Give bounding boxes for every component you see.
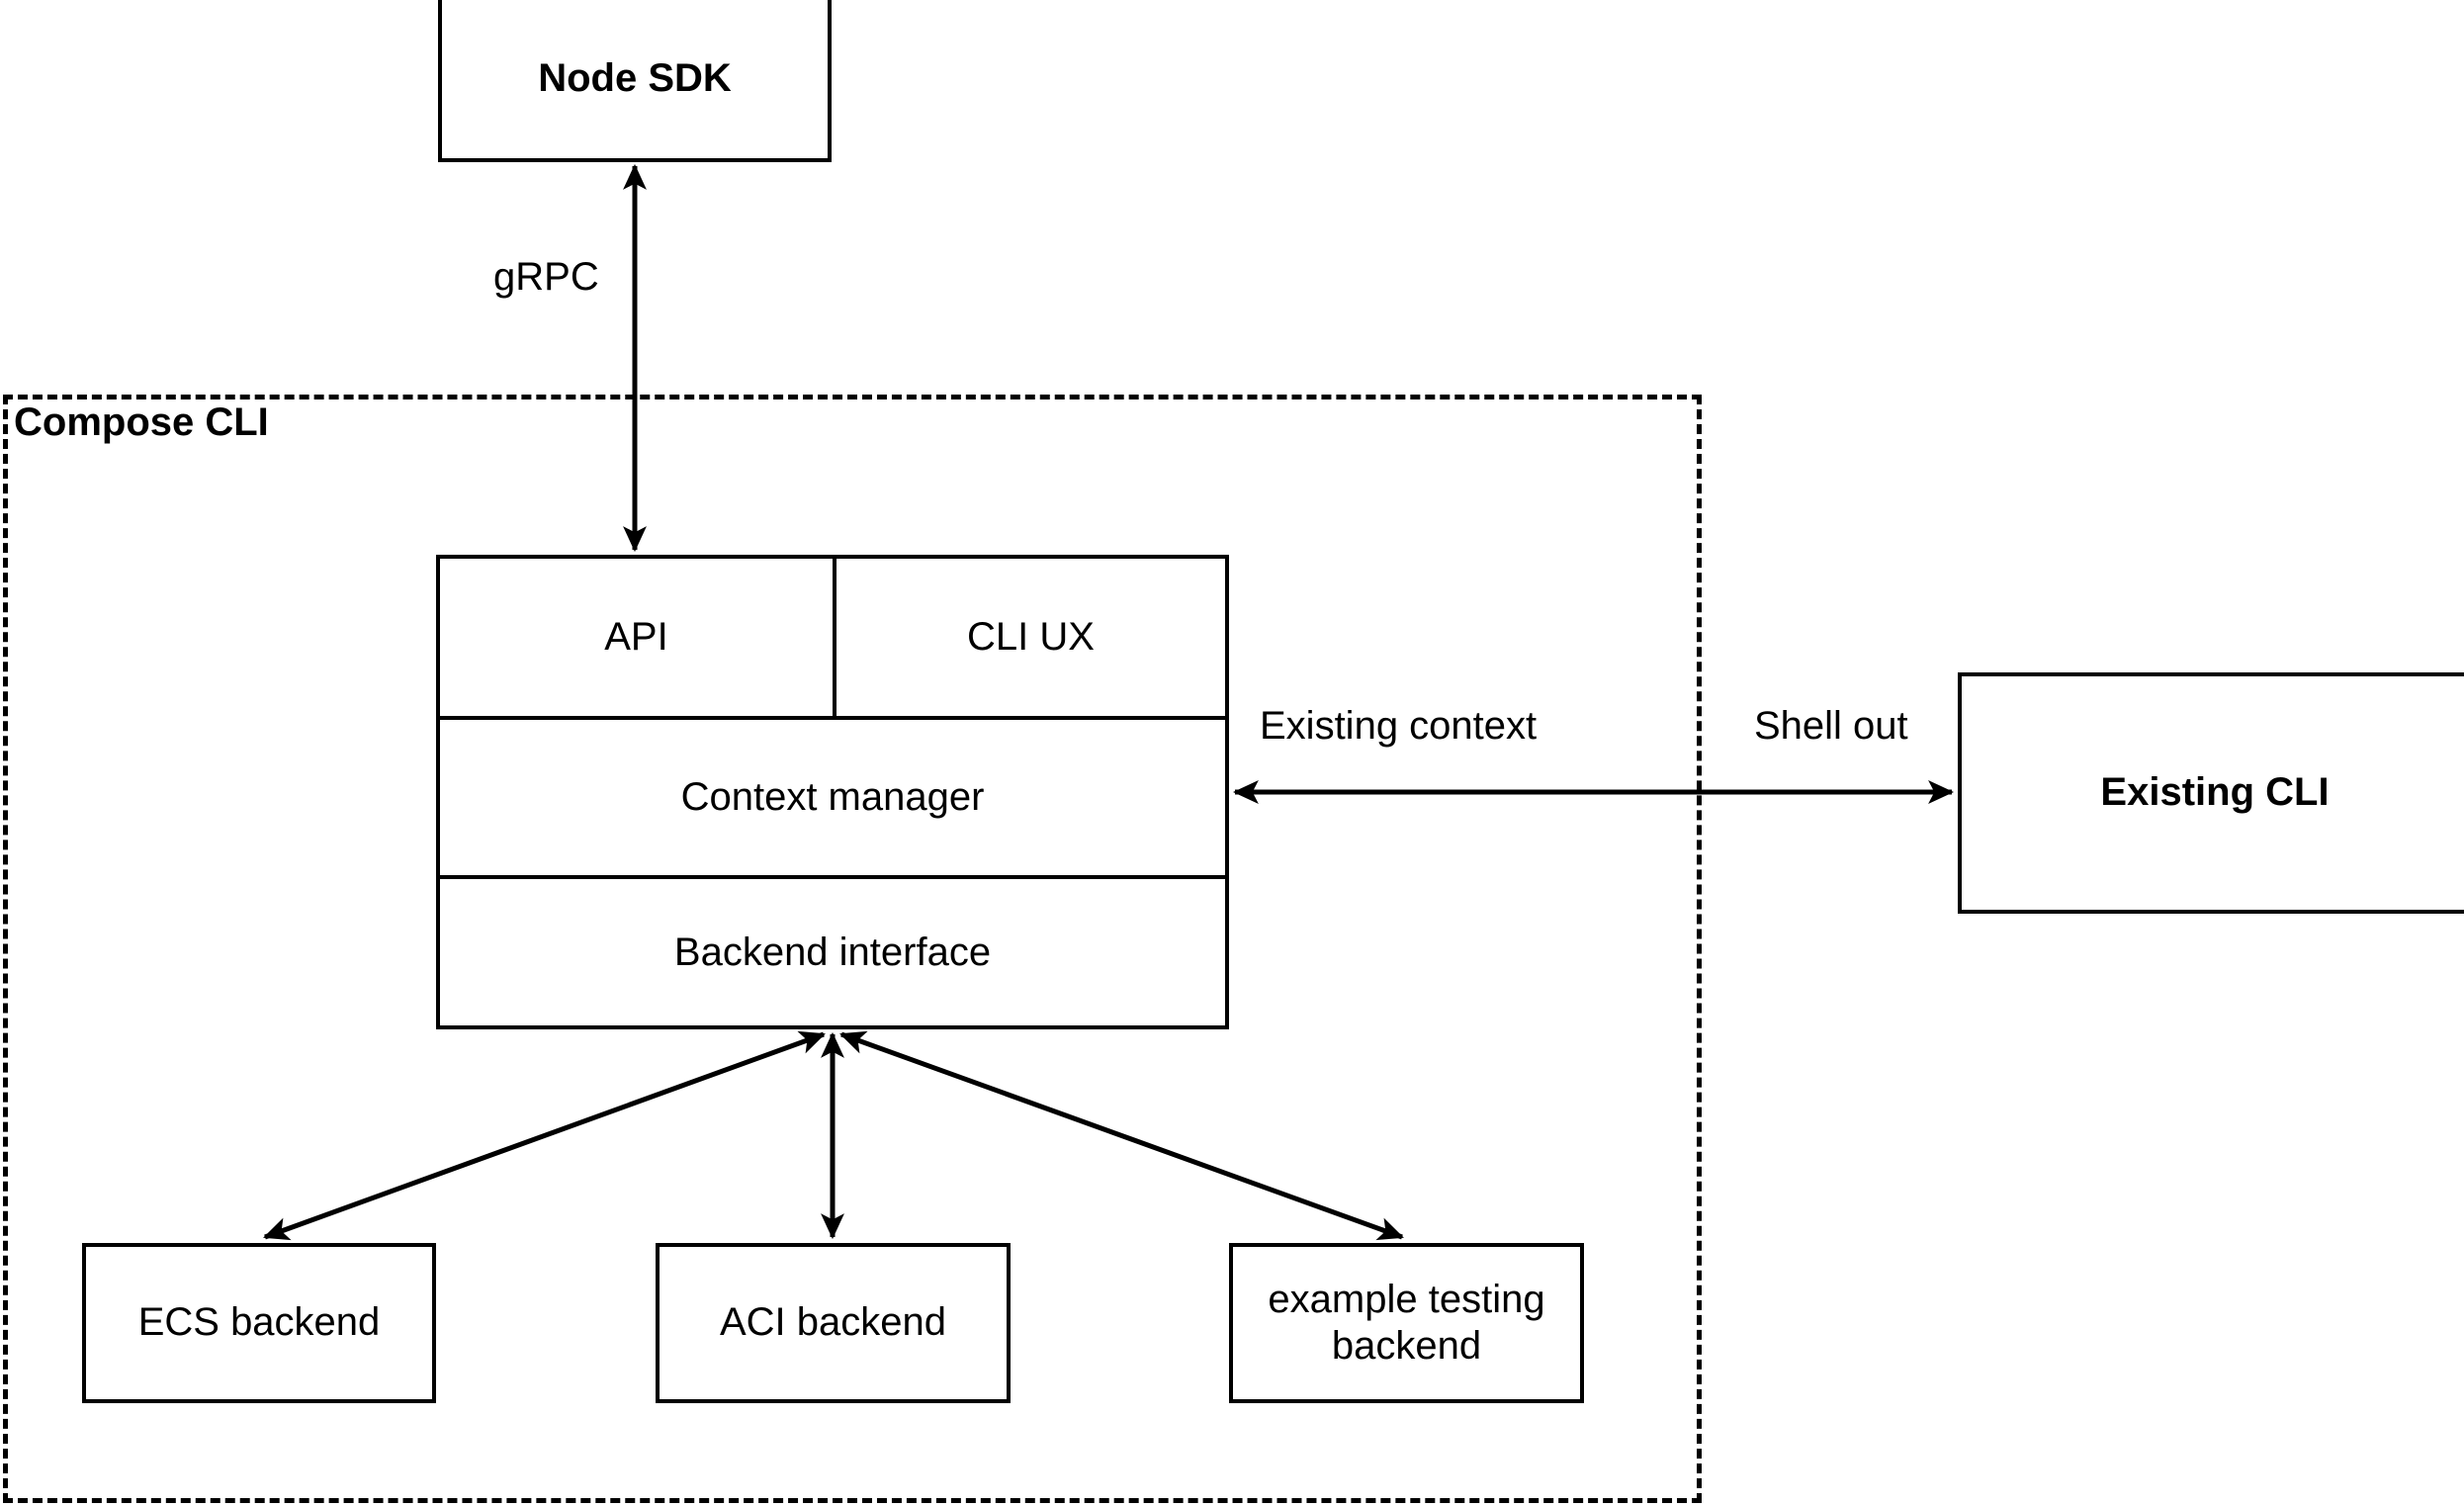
- context-manager-cell[interactable]: Context manager: [680, 775, 985, 819]
- stack-row-api-cliux: API CLI UX: [440, 559, 1225, 720]
- cli-ux-cell[interactable]: CLI UX: [967, 615, 1095, 659]
- node-sdk-box[interactable]: Node SDK: [438, 0, 832, 162]
- ecs-backend-box[interactable]: ECS backend: [82, 1243, 436, 1403]
- edge-label-existing-context: Existing context: [1252, 704, 1545, 748]
- backend-interface-cell[interactable]: Backend interface: [673, 930, 992, 974]
- compose-cli-stack: API CLI UX Context manager Backend inter…: [436, 555, 1229, 1029]
- aci-backend-box[interactable]: ACI backend: [656, 1243, 1011, 1403]
- stack-row-backend-interface: Backend interface: [440, 879, 1225, 1025]
- edge-label-shell-out: Shell out: [1746, 704, 1916, 748]
- existing-cli-box[interactable]: Existing CLI: [1958, 672, 2464, 914]
- compose-cli-group-boundary: [3, 395, 1702, 1503]
- compose-cli-group-label: Compose CLI: [14, 400, 271, 444]
- stack-row-context-manager: Context manager: [440, 720, 1225, 879]
- edge-label-grpc: gRPC: [487, 255, 605, 299]
- api-cell[interactable]: API: [440, 559, 836, 716]
